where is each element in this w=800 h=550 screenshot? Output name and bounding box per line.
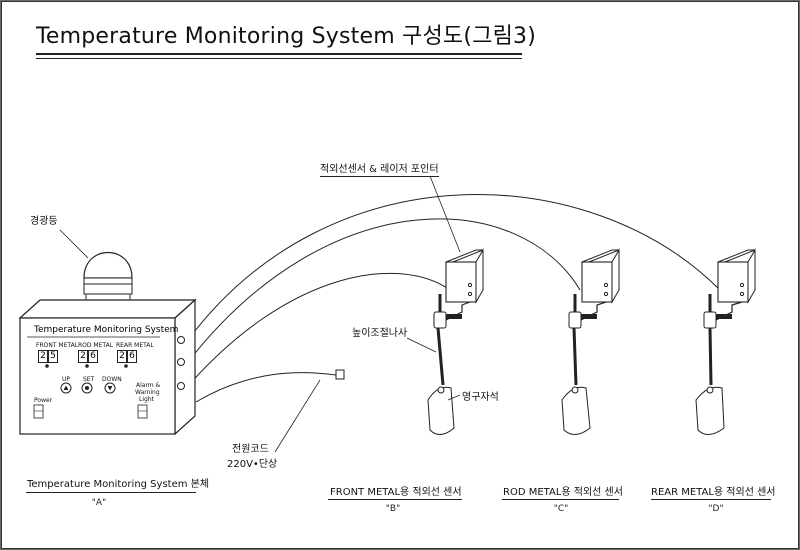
height-screw-label: 높이조절나사 [352, 328, 408, 339]
down-button-label: DOWN [102, 376, 122, 383]
front-metal-digit-1: 2 [38, 350, 48, 363]
power-cord [195, 372, 337, 403]
panel-title: Temperature Monitoring System [34, 325, 179, 335]
caption-c-underline [502, 499, 619, 500]
height-screw-leader [406, 337, 437, 353]
magnet-leader [447, 394, 461, 401]
power-spec-label: 220V•단상 [227, 459, 278, 470]
power-plug [335, 369, 345, 380]
sensor-pointer-leader [429, 175, 461, 253]
alarm-label-3: Light [139, 396, 154, 403]
caption-b-title: FRONT METAL용 적외선 센서 [330, 487, 462, 498]
caption-a-underline [26, 492, 196, 493]
page-title: Temperature Monitoring System 구성도(그림3) [36, 24, 536, 49]
front-metal-digit-2: 5 [48, 350, 58, 363]
rod-metal-panel-label: ROD METAL [78, 342, 114, 349]
power-switch-label: Power [34, 397, 53, 404]
power-cord-leader [274, 379, 321, 453]
rear-metal-panel-label: REAR METAL [116, 342, 154, 349]
rear-metal-digit-1: 2 [117, 350, 127, 363]
rod-metal-digit-1: 2 [78, 350, 88, 363]
rod-metal-digit-2: 6 [88, 350, 98, 363]
caption-d-underline [651, 499, 771, 500]
warning-light-label: 경광등 [30, 216, 58, 227]
warning-light-leader [59, 229, 89, 259]
caption-d-code: "D" [708, 504, 724, 514]
sensor-c-assembly [561, 248, 620, 435]
rear-metal-digit-2: 6 [127, 350, 137, 363]
up-button-label: UP [62, 376, 71, 383]
title-underline [36, 53, 522, 55]
cable-to-sensor-c [187, 218, 581, 363]
caption-c-title: ROD METAL용 적외선 센서 [503, 487, 623, 498]
alarm-label-1: Alarm & [136, 382, 161, 389]
cable-to-sensor-b [187, 272, 451, 387]
warning-light-icon [83, 252, 133, 305]
caption-d-title: REAR METAL용 적외선 센서 [651, 487, 776, 498]
caption-b-underline [328, 499, 462, 500]
title-underline-thin [36, 58, 522, 59]
cable-to-sensor-d [187, 194, 721, 341]
caption-a-code: "A" [91, 498, 107, 508]
sensor-b-assembly [427, 248, 484, 435]
controller-box [18, 298, 197, 436]
power-cord-label: 전원코드 [232, 444, 269, 455]
caption-c-code: "C" [553, 504, 569, 514]
caption-a-title: Temperature Monitoring System 본체 [27, 479, 210, 490]
front-metal-panel-label: FRONT METAL [36, 342, 79, 349]
set-button-label: SET [83, 376, 95, 383]
alarm-label-2: Warning [135, 389, 160, 396]
caption-b-code: "B" [385, 504, 401, 514]
sensor-pointer-label: 적외선센서 & 레이저 포인터 [320, 160, 439, 177]
sensor-d-assembly [695, 248, 756, 435]
magnet-label: 영구자석 [462, 392, 499, 403]
